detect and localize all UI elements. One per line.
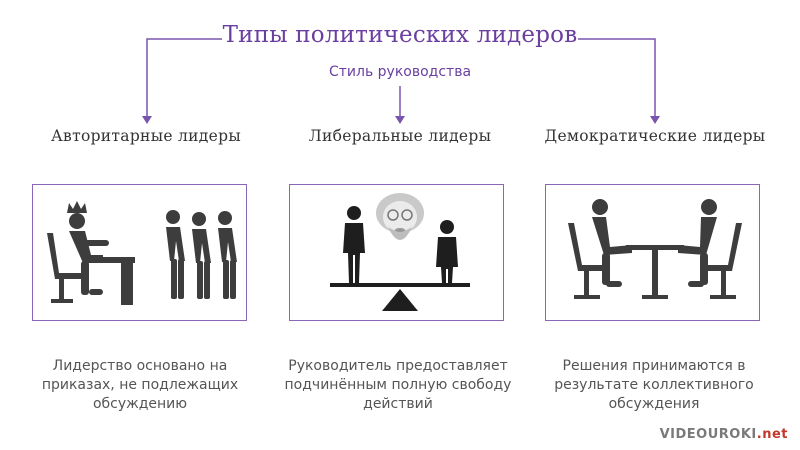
card-democratic <box>545 184 760 321</box>
chair-icon <box>47 233 83 279</box>
description-democratic: Решения принимаются в результате коллект… <box>554 358 754 412</box>
page-title: Типы политических лидеров <box>222 22 578 48</box>
democratic-illustration <box>568 199 742 299</box>
connector-left <box>146 38 222 118</box>
description-liberal: Руководитель предоставляет подчинённым п… <box>284 358 512 412</box>
balance-beam <box>330 283 470 287</box>
subordinates-icon <box>166 210 237 299</box>
videouroki-logo: VIDEOUROKI.net <box>659 427 788 442</box>
leader-head <box>69 213 85 229</box>
figure-left-head <box>347 206 361 220</box>
page-subtitle: Стиль руководства <box>328 64 472 80</box>
heading-liberal: Либеральные лидеры <box>308 127 492 145</box>
arrowhead-right <box>650 116 660 124</box>
bearded-face-icon <box>376 193 424 240</box>
crown-icon <box>67 201 87 213</box>
liberal-illustration <box>330 193 470 311</box>
table-icon <box>626 245 684 250</box>
heading-authoritarian: Авторитарные лидеры <box>51 127 241 145</box>
description-authoritarian: Лидерство основано на приказах, не подле… <box>41 358 239 412</box>
connector-right <box>578 38 656 118</box>
desk-icon <box>91 257 135 263</box>
balance-fulcrum <box>382 289 418 311</box>
figure-left <box>343 223 365 283</box>
heading-democratic: Демократические лидеры <box>544 127 766 145</box>
arrowhead-center <box>395 116 405 124</box>
authoritarian-illustration <box>47 201 237 305</box>
arrowhead-left <box>142 116 152 124</box>
card-authoritarian <box>32 184 247 321</box>
figure-right-head <box>440 220 454 234</box>
figure-right <box>436 237 458 283</box>
card-liberal <box>289 184 504 321</box>
